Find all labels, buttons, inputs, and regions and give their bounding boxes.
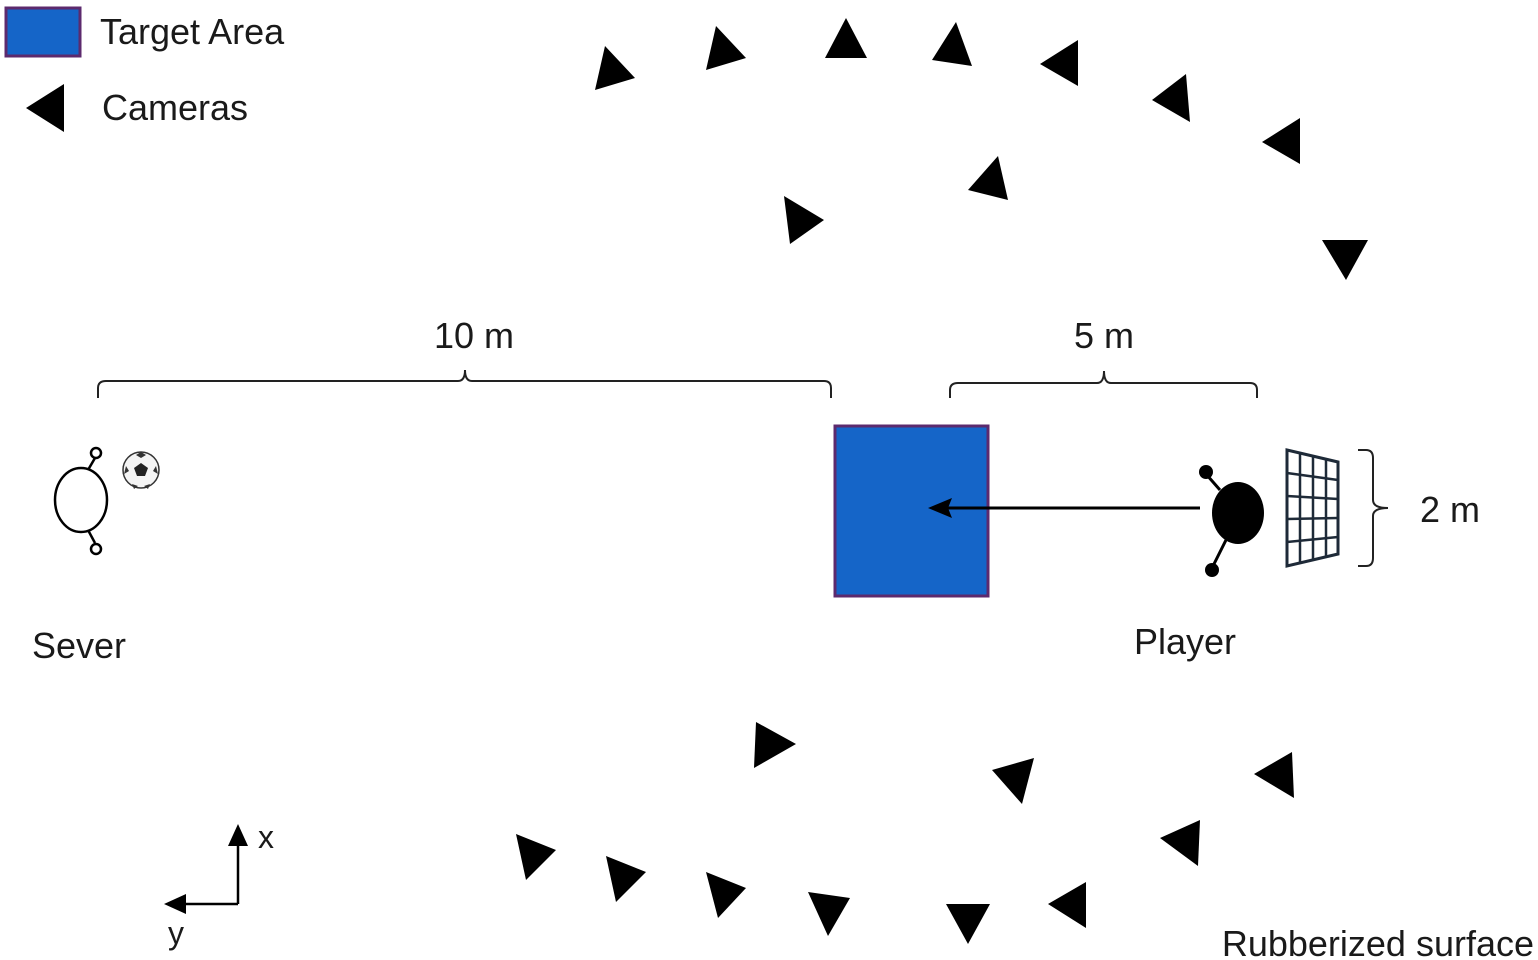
y-axis-arrow-icon bbox=[164, 894, 186, 914]
legend-camera-icon bbox=[26, 84, 64, 132]
camera-icon bbox=[606, 856, 646, 902]
dimension-label-5m: 5 m bbox=[1074, 315, 1134, 356]
camera-icon bbox=[968, 156, 1008, 200]
camera-icon bbox=[1254, 752, 1294, 798]
camera-icon bbox=[706, 872, 746, 918]
cameras-group bbox=[516, 18, 1368, 944]
camera-icon bbox=[754, 722, 796, 768]
soccer-ball-icon bbox=[122, 451, 160, 489]
camera-icon bbox=[1322, 240, 1368, 280]
camera-icon bbox=[1262, 118, 1300, 164]
server-outline-figure-icon bbox=[53, 446, 109, 556]
y-axis-label: y bbox=[168, 915, 184, 951]
camera-icon bbox=[1040, 40, 1078, 86]
bracket-5m bbox=[949, 370, 1258, 398]
server-label: Sever bbox=[32, 625, 126, 666]
dimension-label-2m: 2 m bbox=[1420, 489, 1480, 530]
coordinate-axes: x y bbox=[164, 819, 274, 951]
dimension-5m: 5 m bbox=[949, 315, 1258, 398]
target-area bbox=[833, 424, 990, 598]
camera-icon bbox=[1160, 820, 1200, 866]
x-axis-label: x bbox=[258, 819, 274, 855]
camera-icon bbox=[808, 892, 850, 936]
goal-net-icon bbox=[1285, 448, 1340, 568]
camera-icon bbox=[595, 46, 635, 90]
camera-icon bbox=[932, 22, 972, 66]
x-axis-arrow-icon bbox=[228, 824, 248, 846]
camera-icon bbox=[784, 196, 824, 244]
camera-icon bbox=[1048, 882, 1086, 928]
camera-icon bbox=[1152, 74, 1190, 122]
player-figure-icon bbox=[1199, 465, 1264, 577]
legend-target-swatch bbox=[4, 6, 82, 58]
camera-icon bbox=[946, 904, 990, 944]
legend-target-label: Target Area bbox=[100, 11, 285, 52]
legend-cameras-label: Cameras bbox=[102, 87, 248, 128]
camera-icon bbox=[825, 18, 867, 58]
surface-label: Rubberized surface bbox=[1222, 923, 1534, 960]
camera-icon bbox=[992, 758, 1034, 804]
player-label: Player bbox=[1134, 621, 1236, 662]
kick-direction-arrow bbox=[928, 498, 1200, 518]
bracket-10m bbox=[97, 369, 832, 398]
bracket-2m bbox=[1358, 449, 1389, 567]
camera-icon bbox=[516, 834, 556, 880]
dimension-10m: 10 m bbox=[97, 315, 832, 398]
dimension-label-10m: 10 m bbox=[434, 315, 514, 356]
dimension-2m: 2 m bbox=[1358, 449, 1480, 567]
camera-icon bbox=[706, 26, 746, 70]
legend: Target Area Cameras bbox=[4, 6, 285, 132]
